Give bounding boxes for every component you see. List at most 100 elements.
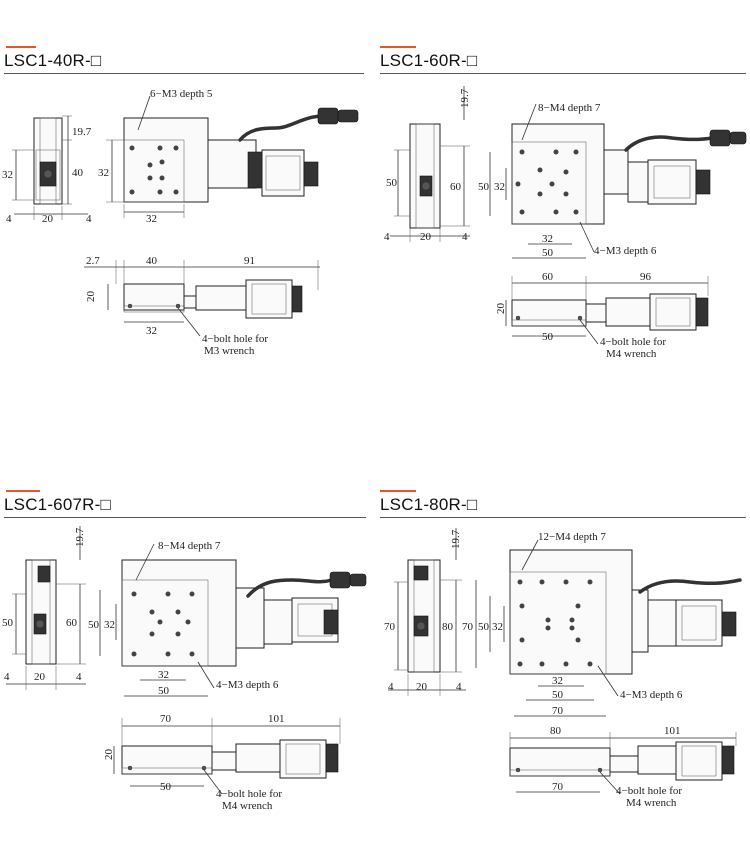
dim-top-height-inner: 32 — [494, 181, 505, 193]
title-rule-4 — [380, 517, 746, 518]
dim-top-width: 70 — [552, 705, 564, 717]
tap-label-2: 4−M3 depth 6 — [216, 679, 279, 691]
dim-side-height2: 60 — [66, 617, 78, 629]
connector — [317, 107, 339, 125]
dim-side-height: 50 — [2, 617, 14, 629]
tap-label-2: 4−M3 depth 6 — [620, 689, 683, 701]
dim-side-wright: 4 — [76, 671, 82, 683]
dim-top-width: 50 — [542, 247, 554, 259]
dim-side-wleft: 4 — [384, 231, 390, 243]
dim-front-height: 20 — [85, 291, 97, 303]
dim-front-width: 60 — [542, 271, 554, 283]
dim-front-width: 70 — [160, 713, 172, 725]
dim-side-wright: 4 — [86, 213, 92, 225]
title-accent-4 — [380, 490, 416, 492]
dim-top-height: 32 — [98, 167, 109, 179]
dim-top-height-inner: 32 — [492, 621, 503, 633]
hole-label-1: 4−bolt hole for — [202, 333, 268, 345]
front-body — [511, 299, 587, 327]
dim-front-width: 80 — [550, 725, 562, 737]
title-accent-3 — [6, 490, 40, 492]
top-view-2: 50 32 32 50 8−M4 depth 7 4−M3 depth 6 — [478, 102, 747, 259]
dim-side-wleft: 4 — [6, 213, 12, 225]
dim-top-width-inner: 32 — [542, 233, 553, 245]
dim-side-top: 19.7 — [450, 529, 462, 549]
dim-side-wmid: 20 — [416, 681, 428, 693]
dim-side-wleft: 4 — [4, 671, 10, 683]
dim-side-height2: 40 — [72, 167, 84, 179]
cable — [624, 135, 714, 152]
dim-front-pitch: 70 — [552, 781, 564, 793]
dim-side-wmid: 20 — [42, 213, 54, 225]
top-body — [509, 549, 633, 675]
dim-front-pitch: 50 — [542, 331, 554, 343]
front-body — [121, 745, 213, 775]
tap-label: 6−M3 depth 5 — [150, 88, 213, 100]
hole-label-1: 4−bolt hole for — [216, 788, 282, 800]
dim-top-width-mid: 50 — [552, 689, 564, 701]
dim-top-width: 50 — [158, 685, 170, 697]
dim-top-height: 50 — [88, 619, 100, 631]
dim-side-top: 19.7 — [72, 126, 92, 138]
title-rule-3 — [4, 517, 366, 518]
front-body — [509, 747, 611, 777]
model-title-3: LSC1-607R-□ — [4, 495, 111, 514]
dim-top-width-inner: 32 — [552, 675, 563, 687]
side-view-4: 70 80 19.7 4 20 4 — [384, 528, 466, 696]
dim-top-width: 32 — [146, 213, 157, 225]
title-rule-1 — [4, 73, 364, 74]
side-view-1: 32 40 19.7 4 20 4 — [2, 115, 92, 225]
knob — [695, 169, 711, 195]
dim-front-height: 20 — [103, 749, 115, 761]
side-view-3: 50 60 19.7 4 20 4 — [2, 526, 86, 690]
motor-block — [261, 149, 305, 197]
knob — [721, 611, 737, 637]
model-title-1: LSC1-40R-□ — [4, 51, 102, 70]
hole-label-2: M3 wrench — [204, 345, 255, 357]
dim-front-length: 91 — [244, 255, 255, 267]
title-accent-1 — [6, 46, 36, 48]
motor-block — [675, 599, 723, 647]
dim-side-wmid: 20 — [420, 231, 432, 243]
dim-side-wmid: 20 — [34, 671, 46, 683]
dim-front-pitch: 50 — [160, 781, 172, 793]
connector — [329, 571, 351, 589]
knob — [323, 609, 339, 635]
tap-label-2: 4−M3 depth 6 — [594, 245, 657, 257]
front-body — [123, 283, 185, 311]
dim-front-pitch: 32 — [146, 325, 157, 337]
dim-side-wright: 4 — [456, 681, 462, 693]
cable — [638, 578, 742, 594]
dim-front-height: 20 — [495, 303, 507, 315]
tap-label: 8−M4 depth 7 — [158, 540, 221, 552]
dim-top-width-inner: 32 — [158, 669, 169, 681]
cable — [238, 114, 322, 142]
dim-side-height2: 80 — [442, 621, 454, 633]
connector — [709, 129, 731, 147]
tap-label: 12−M4 depth 7 — [538, 531, 606, 543]
front-view-4: 80 101 70 4−bolt hole for M4 wrench — [509, 725, 737, 809]
dim-side-wright: 4 — [462, 231, 468, 243]
cable — [246, 578, 334, 598]
title-rule-2 — [380, 73, 746, 74]
dim-side-height: 70 — [384, 621, 396, 633]
top-view-1: 32 32 6−M3 depth 5 — [98, 88, 359, 225]
side-body — [33, 117, 63, 205]
dim-top-height: 50 — [478, 181, 490, 193]
dim-side-top: 19.7 — [459, 88, 471, 108]
dim-side-top: 19.7 — [74, 527, 86, 547]
dim-top-height: 70 — [462, 621, 474, 633]
hole-label-2: M4 wrench — [606, 348, 657, 360]
dim-front-length: 101 — [268, 713, 285, 725]
knob — [303, 161, 319, 187]
tap-label: 8−M4 depth 7 — [538, 102, 601, 114]
top-body — [123, 117, 209, 203]
model-title-4: LSC1-80R-□ — [380, 495, 478, 514]
dim-front-length: 96 — [640, 271, 652, 283]
dim-side-height: 50 — [386, 177, 398, 189]
dim-side-height2: 60 — [450, 181, 462, 193]
dim-side-height: 32 — [2, 169, 13, 181]
hole-label-2: M4 wrench — [222, 800, 273, 812]
hole-label-1: 4−bolt hole for — [600, 336, 666, 348]
